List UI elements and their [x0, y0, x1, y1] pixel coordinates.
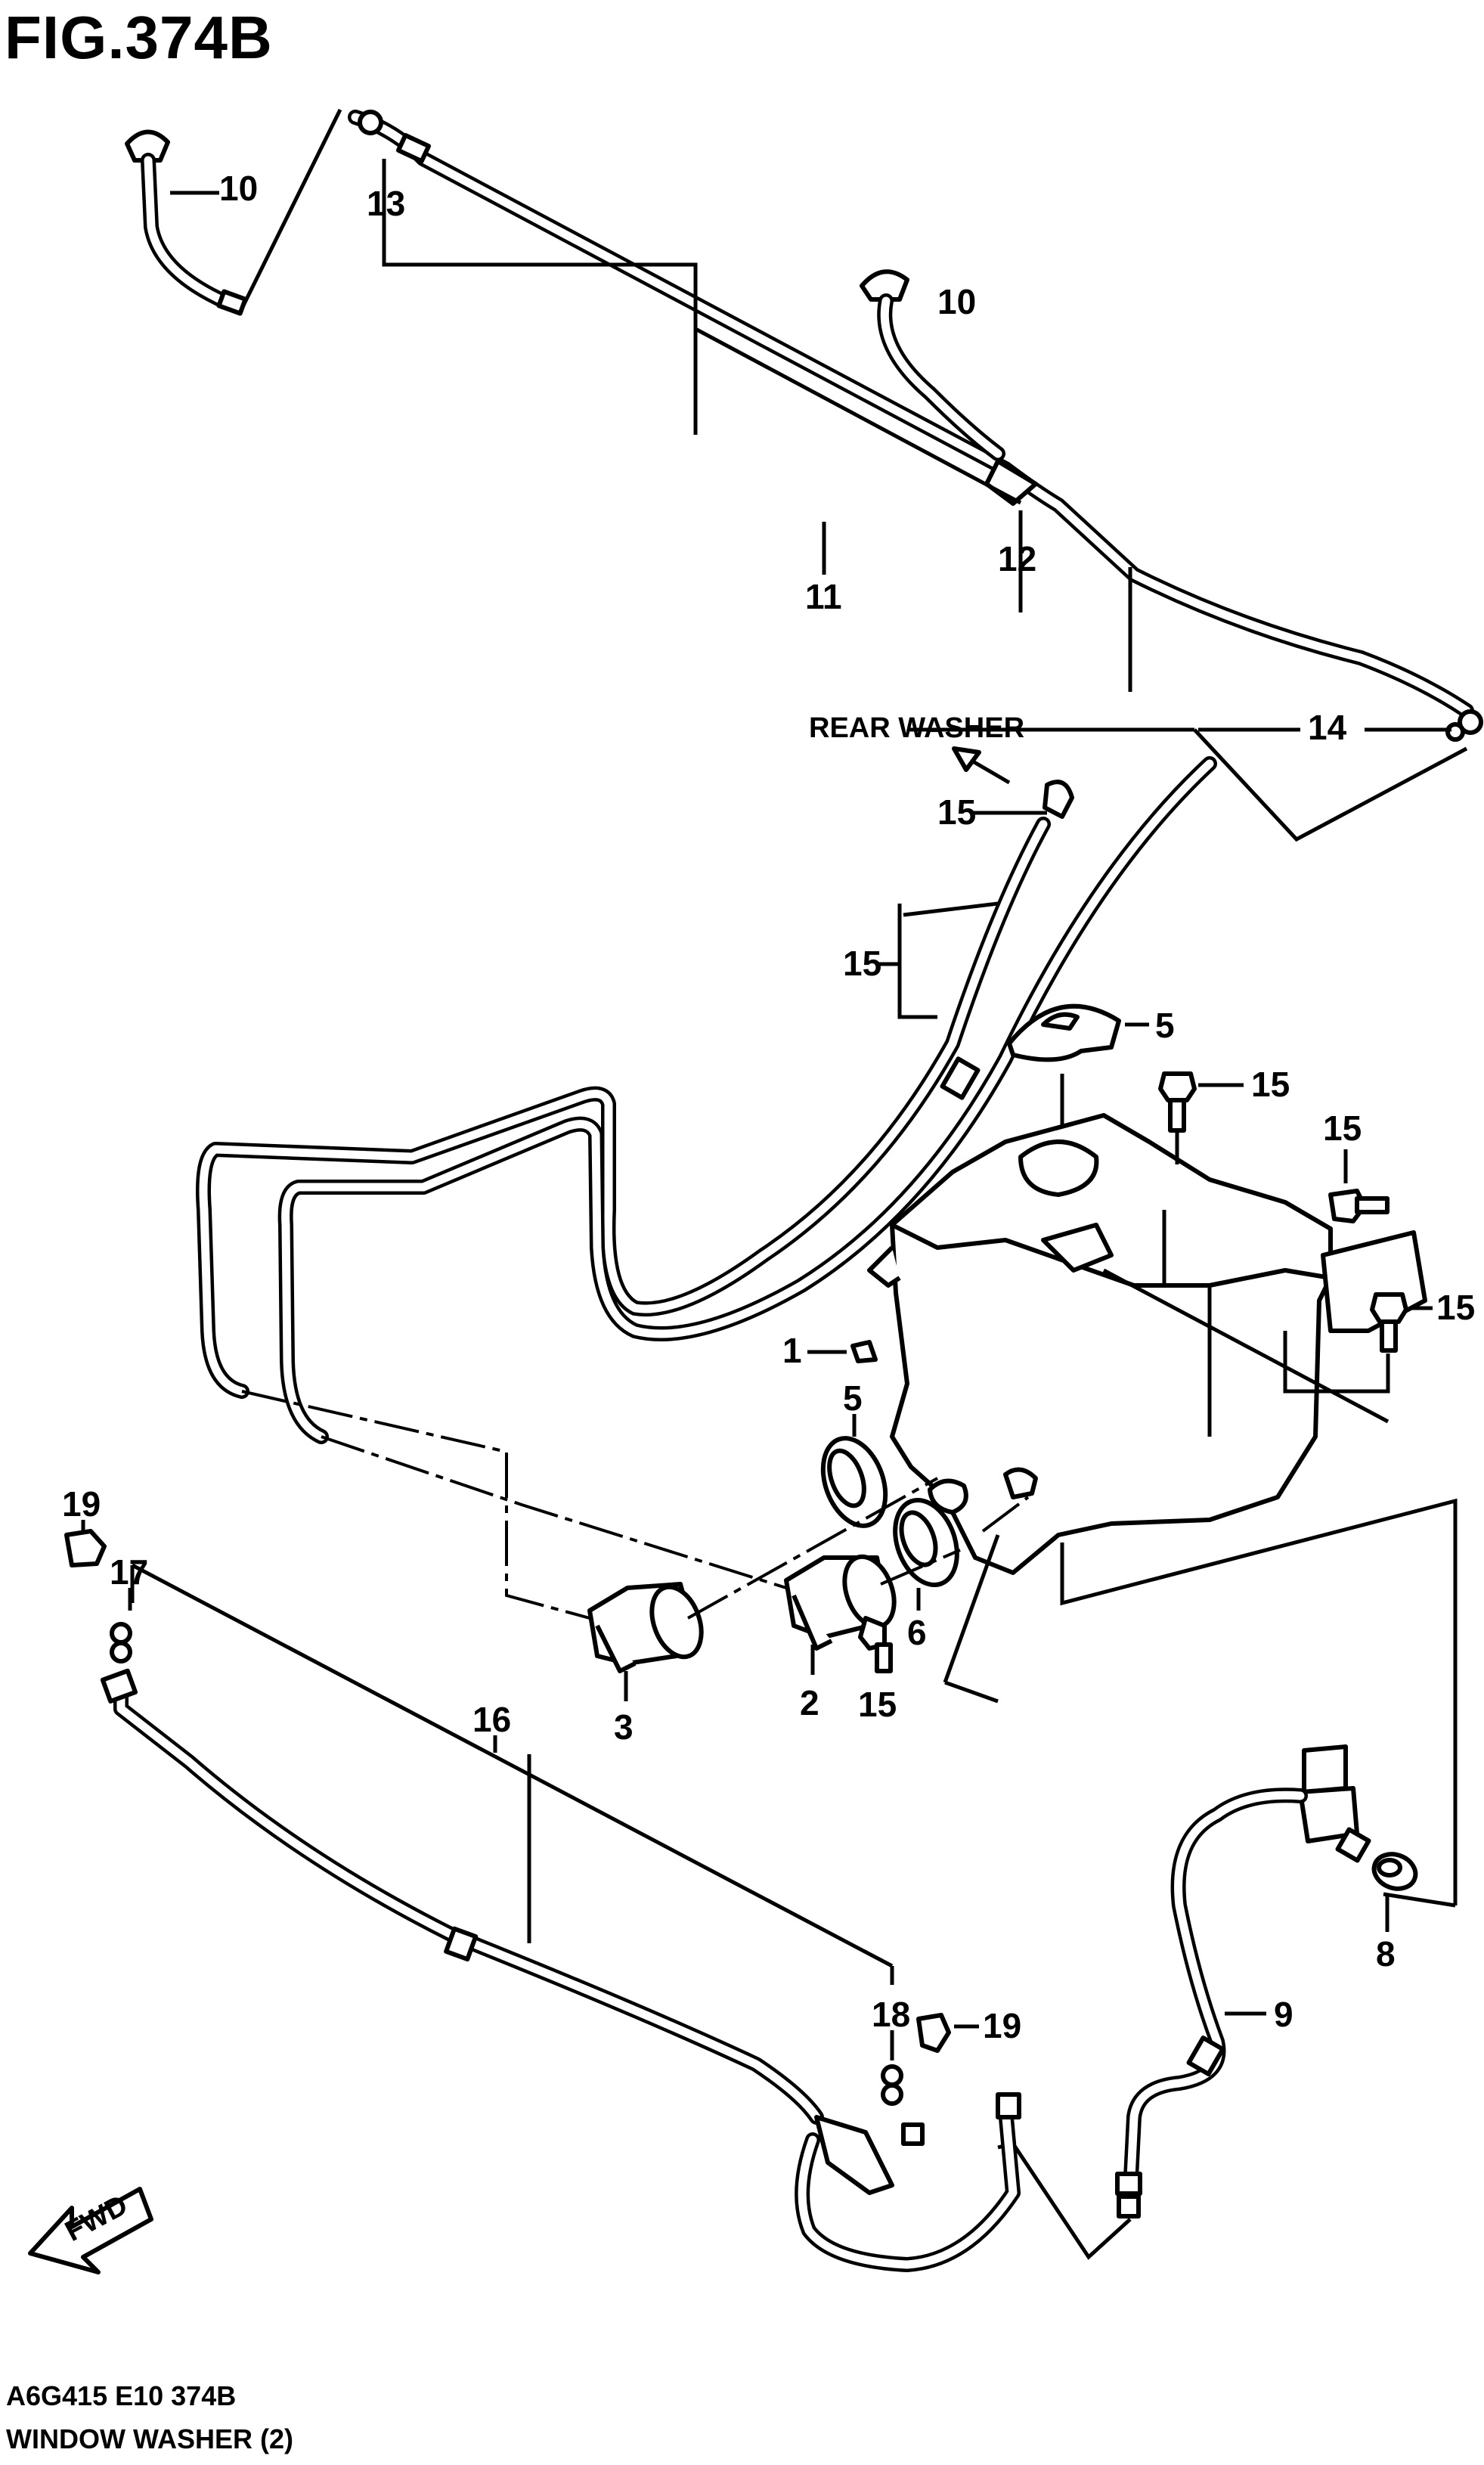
bolt-15-d — [858, 1616, 893, 1673]
callout-19-a: 19 — [62, 1484, 101, 1524]
figure-caption: WINDOW WASHER (2) — [6, 2423, 293, 2454]
pump-2 — [784, 1554, 897, 1651]
callout-7: 15 — [843, 944, 881, 983]
nozzle-left — [125, 129, 248, 316]
grommet-5-a — [820, 1436, 888, 1528]
callout-15-d: 15 — [858, 1685, 897, 1724]
callout-3: 3 — [614, 1707, 634, 1747]
front-washer-hose-assembly — [125, 108, 1483, 742]
grommet-5-b — [893, 1497, 959, 1588]
callout-4: 5 — [1155, 1006, 1175, 1045]
callout-1: 1 — [782, 1331, 802, 1370]
joint-18 — [881, 2064, 903, 2106]
pump-3 — [587, 1582, 704, 1673]
figure-title: FIG.374B — [5, 4, 273, 71]
callout-2: 2 — [800, 1683, 819, 1722]
callout-9: 9 — [1274, 1995, 1293, 2034]
callout-10-b: 10 — [937, 282, 976, 321]
callout-18: 18 — [872, 1995, 910, 2034]
callout-10-a: 10 — [219, 169, 258, 208]
figure-code: A6G415 E10 374B — [6, 2380, 237, 2411]
washer-motor — [1298, 1744, 1371, 1863]
hose-16 — [100, 1668, 1021, 2272]
callout-14: 14 — [1308, 708, 1347, 747]
callout-8: 15 — [937, 792, 976, 832]
washer-tank-1 — [867, 1113, 1427, 1575]
callout-13: 13 — [367, 184, 405, 223]
callout-19-b: 19 — [983, 2006, 1021, 2045]
joint-8 — [1043, 780, 1074, 819]
callout-6: 8 — [1376, 1934, 1396, 1974]
nozzle-19-a — [64, 1529, 107, 1567]
callout-16: 16 — [472, 1700, 511, 1739]
callout-15-a: 15 — [1251, 1065, 1290, 1104]
hose-9 — [1115, 1788, 1308, 2218]
grommet-6 — [1371, 1852, 1418, 1891]
bolt-15-a — [1158, 1071, 1197, 1133]
fwd-arrow-icon: FWD — [28, 2187, 153, 2274]
nozzle-19-b — [916, 2013, 951, 2053]
callout-5-a: 5 — [843, 1378, 863, 1418]
tank-cap-4 — [1007, 1003, 1121, 1062]
rear-washer-hoses — [196, 756, 1217, 1444]
callout-15-b: 15 — [1323, 1108, 1362, 1148]
bolt-15-c — [1370, 1292, 1408, 1353]
bolt-15-b — [1328, 1189, 1390, 1223]
callout-5-b: 6 — [907, 1613, 927, 1652]
callout-15-c: 15 — [1436, 1288, 1475, 1327]
joint-17 — [110, 1622, 132, 1663]
rear-washer-label: REAR WASHER — [809, 712, 1024, 744]
callout-11: 11 — [805, 577, 842, 616]
callout-12: 12 — [998, 539, 1036, 578]
nozzle-right — [860, 269, 1005, 461]
